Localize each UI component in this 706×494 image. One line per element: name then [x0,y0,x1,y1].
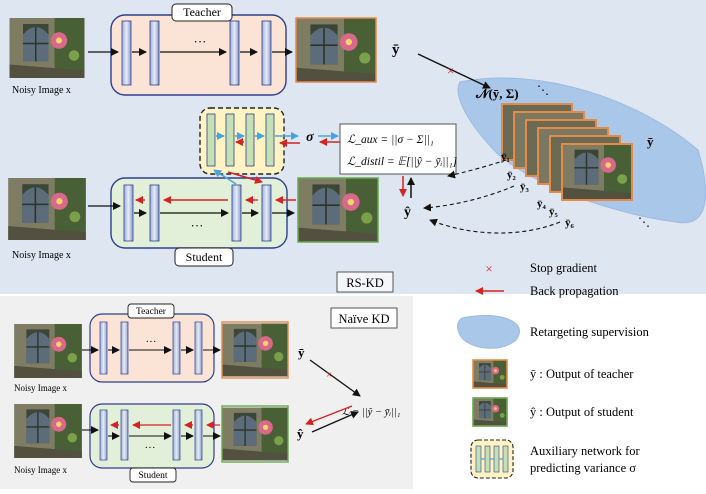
noisy-label-bottom: Noisy Image x [12,250,71,261]
aux-layer-3 [246,114,254,166]
naive-student-layer-4 [195,410,202,460]
legend-retargeting: Retargeting supervision [530,325,650,339]
legend-aux-network-icon [471,440,513,478]
sigma-label: σ [306,130,314,145]
naive-teacher-output-image [222,324,288,377]
student-layer-1 [124,185,133,241]
sample-image-front [562,144,632,200]
legend-stop-gradient: Stop gradient [530,261,598,275]
student-layer-2 [150,185,159,241]
naive-student-layer-2 [121,410,128,460]
sample-y4: ȳ₄ [537,198,547,210]
sample-y2: ȳ₂ [507,169,517,181]
sample-y-bar: ȳ [647,134,654,149]
loss-distil: ℒ_distil = 𝔼[||ŷ − ȳᵢ||₁] [347,156,457,168]
aux-layer-1 [207,114,215,166]
legend-student-output: ŷ : Output of student [530,405,634,419]
distribution-label: 𝒩(ȳ, Σ) [475,86,519,101]
naive-student-layer-1 [100,410,107,460]
legend-student-output-icon [473,398,507,425]
rs-kd-label: RS-KD [346,276,384,290]
student-layer-3 [232,185,241,241]
legend-aux-layer-4 [503,446,508,472]
loss-aux: ℒ_aux = ||σ − Σ||₁ [347,134,434,146]
teacher-layer-2 [150,21,159,85]
y-hat-student: ŷ [404,205,411,220]
naive-teacher-layer-1 [100,322,107,374]
stack-dots-top: ⋱ [537,83,549,97]
naive-student-ellipsis: ··· [145,442,156,454]
noisy-image-top [10,18,85,78]
naive-y-hat: ŷ [297,426,304,441]
teacher-layer-1 [122,21,131,85]
legend-back-propagation: Back propagation [530,284,619,298]
sample-y5: ȳ₅ [549,206,559,218]
legend-aux-layer-3 [494,446,499,472]
y-bar-teacher: ȳ [392,42,400,58]
student-ellipsis: ··· [191,218,204,233]
naive-loss: ℒ = ||ŷ − ȳᵢ||₁ [342,407,400,418]
student-layer-4 [262,185,271,241]
student-label: Student [186,250,223,264]
legend-aux-layer-1 [476,446,481,472]
legend-teacher-output: ȳ : Output of teacher [530,367,634,381]
sample-y6: ȳ₆ [565,217,575,229]
naive-noisy-image-bottom [14,404,82,458]
naive-y-bar: ȳ [298,345,305,360]
legend-stop-gradient-icon: × [485,261,492,276]
naive-kd-label: Naïve KD [338,312,389,326]
teacher-network-box [111,15,286,95]
legend-teacher-output-icon [473,360,507,387]
naive-teacher-label: Teacher [136,307,167,317]
legend-aux-network-line2: predicting variance σ [530,461,636,475]
naive-noisy-image-top [14,324,82,378]
naive-noisy-label-bottom: Noisy Image x [14,465,67,475]
noisy-label-top: Noisy Image x [12,85,71,96]
naive-teacher-layer-3 [173,322,180,374]
teacher-layer-4 [262,21,271,85]
teacher-output-image [296,18,376,82]
aux-layer-2 [226,114,234,166]
naive-student-label: Student [138,471,167,481]
naive-teacher-layer-2 [121,322,128,374]
legend-aux-network-line1: Auxiliary network for [530,444,641,458]
teacher-layer-3 [230,21,239,85]
aux-layer-4 [266,114,274,166]
teacher-label: Teacher [183,5,221,19]
legend-aux-layer-2 [485,446,490,472]
naive-teacher-ellipsis: ··· [146,336,157,348]
stop-gradient-mark-rs: × [447,63,454,78]
naive-student-output-image [222,408,288,461]
naive-stop-mark: × [326,369,332,381]
student-output-image [298,178,378,242]
stack-dots-bottom: ⋱ [638,215,650,229]
teacher-ellipsis: ··· [194,34,207,49]
naive-noisy-label-top: Noisy Image x [14,383,67,393]
naive-teacher-layer-4 [195,322,202,374]
noisy-image-bottom [8,178,86,240]
sample-y3: ȳ₃ [520,181,530,193]
naive-student-layer-3 [173,410,180,460]
